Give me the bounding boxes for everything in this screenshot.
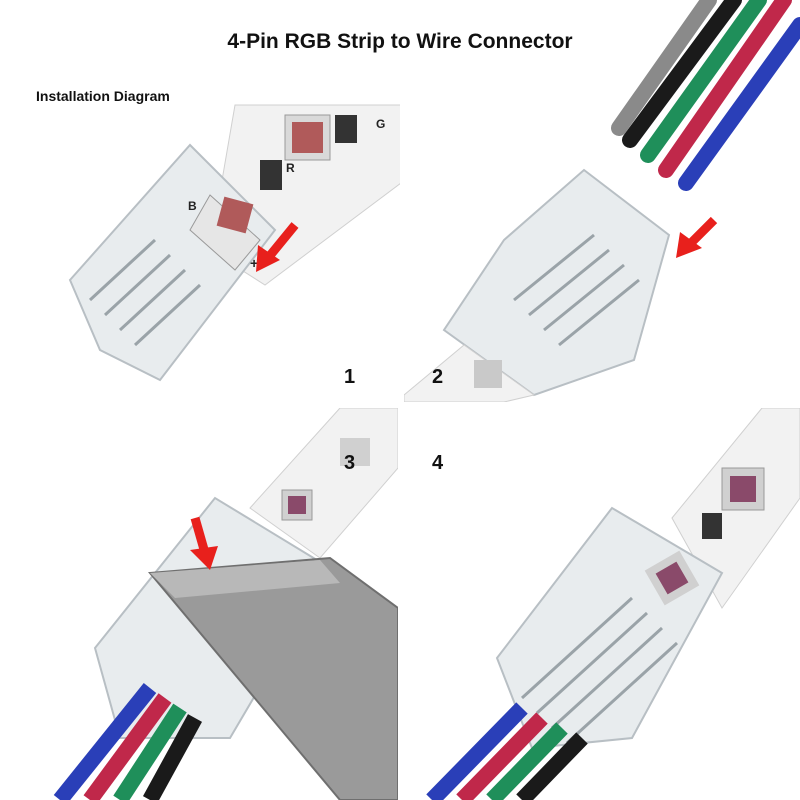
installation-diagram-label: Installation Diagram — [36, 88, 170, 104]
page-title: 4-Pin RGB Strip to Wire Connector — [227, 30, 573, 53]
step-1-photo: G R B + — [60, 100, 400, 400]
step-2-photo — [404, 0, 800, 402]
press-arrow-icon — [190, 516, 218, 570]
step-number-1: 1 — [344, 366, 356, 388]
step-3-photo — [0, 408, 398, 800]
step-number-4: 4 — [432, 452, 444, 474]
step-4-photo — [402, 408, 800, 800]
strip-label-b: B — [188, 199, 197, 213]
step-number-3: 3 — [344, 452, 356, 474]
strip-label-g: G — [376, 117, 385, 131]
strip-label-plus: + — [250, 255, 258, 271]
insert-arrow-icon — [676, 216, 718, 258]
step-number-2: 2 — [432, 366, 444, 388]
insert-arrow-icon — [256, 222, 299, 272]
strip-label-r: R — [286, 161, 295, 175]
